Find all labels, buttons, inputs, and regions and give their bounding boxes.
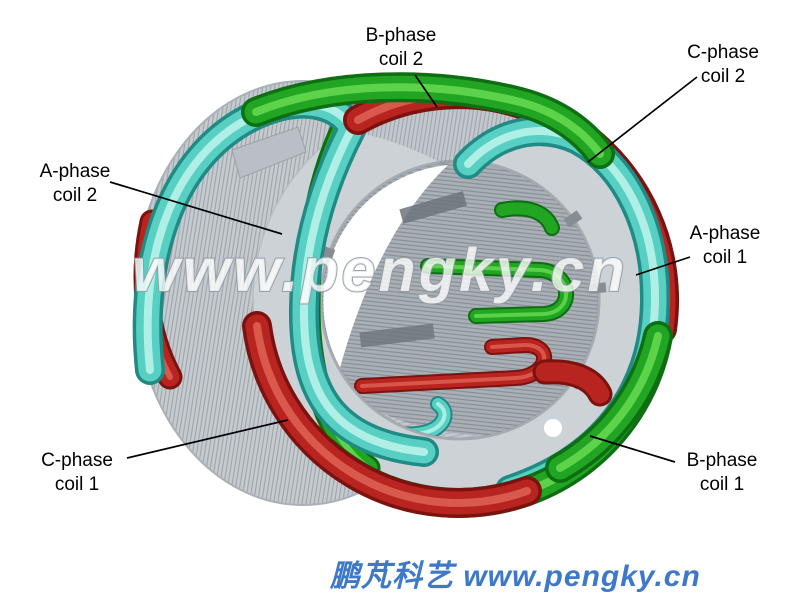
bore-opening xyxy=(323,165,448,368)
watermark-text: www.pengky.cn xyxy=(132,236,627,304)
bore-slot-shadow xyxy=(359,323,435,348)
core-notch xyxy=(231,126,307,179)
stator-bore xyxy=(322,162,598,438)
leader-b-phase-coil-1 xyxy=(589,435,676,463)
leader-c-phase-coil-2 xyxy=(587,76,698,163)
ring-mounting-hole xyxy=(544,419,562,437)
label-c-phase-coil-1: C-phase coil 1 xyxy=(41,450,113,495)
bore-slot-shadow xyxy=(399,191,467,224)
label-b-phase-coil-2: B-phase coil 2 xyxy=(365,25,437,70)
leader-lines xyxy=(109,74,698,463)
label-c-phase-coil-2: C-phase coil 2 xyxy=(687,42,759,87)
label-b-phase-coil-1: B-phase coil 1 xyxy=(686,450,758,495)
label-a-phase-coil-2: A-phase coil 2 xyxy=(39,161,111,206)
leader-a-phase-coil-1 xyxy=(635,256,691,276)
footer-branding: 鹏芃科艺 www.pengky.cn xyxy=(330,560,701,593)
leader-c-phase-coil-1 xyxy=(126,419,289,459)
leader-b-phase-coil-2 xyxy=(414,74,438,108)
label-a-phase-coil-1: A-phase coil 1 xyxy=(689,223,761,268)
leader-a-phase-coil-2 xyxy=(109,181,283,235)
